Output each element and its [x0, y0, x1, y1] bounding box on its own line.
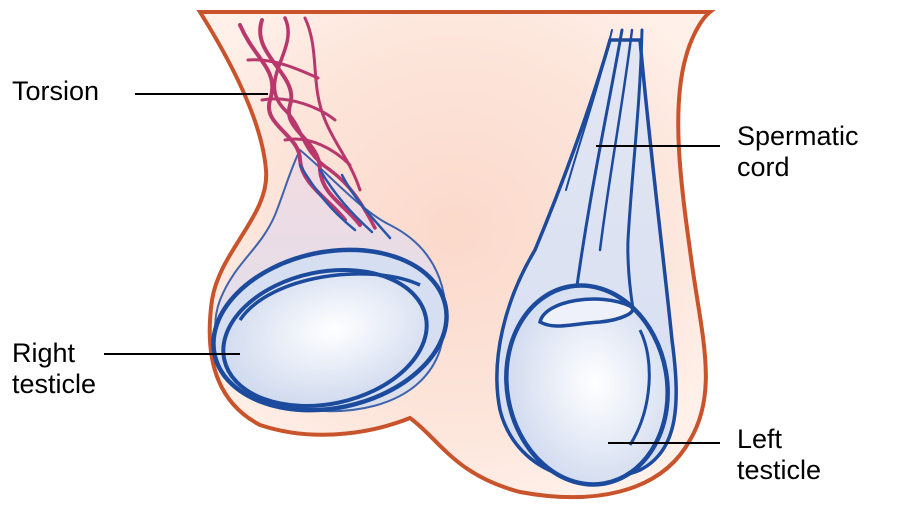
left-testicle-label-line2: testicle	[737, 455, 821, 486]
left-testicle-label-line1: Left	[737, 424, 821, 455]
spermatic-cord-label-line2: cord	[737, 152, 859, 183]
right-testicle-label-line1: Right	[12, 338, 96, 369]
spermatic-cord-label-line1: Spermatic	[737, 121, 859, 152]
torsion-label: Torsion	[12, 76, 99, 107]
left-testicle-label: Left testicle	[737, 424, 821, 486]
spermatic-cord-label: Spermatic cord	[737, 121, 859, 183]
torsion-label-text: Torsion	[12, 76, 99, 107]
right-testicle-label-line2: testicle	[12, 369, 96, 400]
right-testicle-label: Right testicle	[12, 338, 96, 400]
